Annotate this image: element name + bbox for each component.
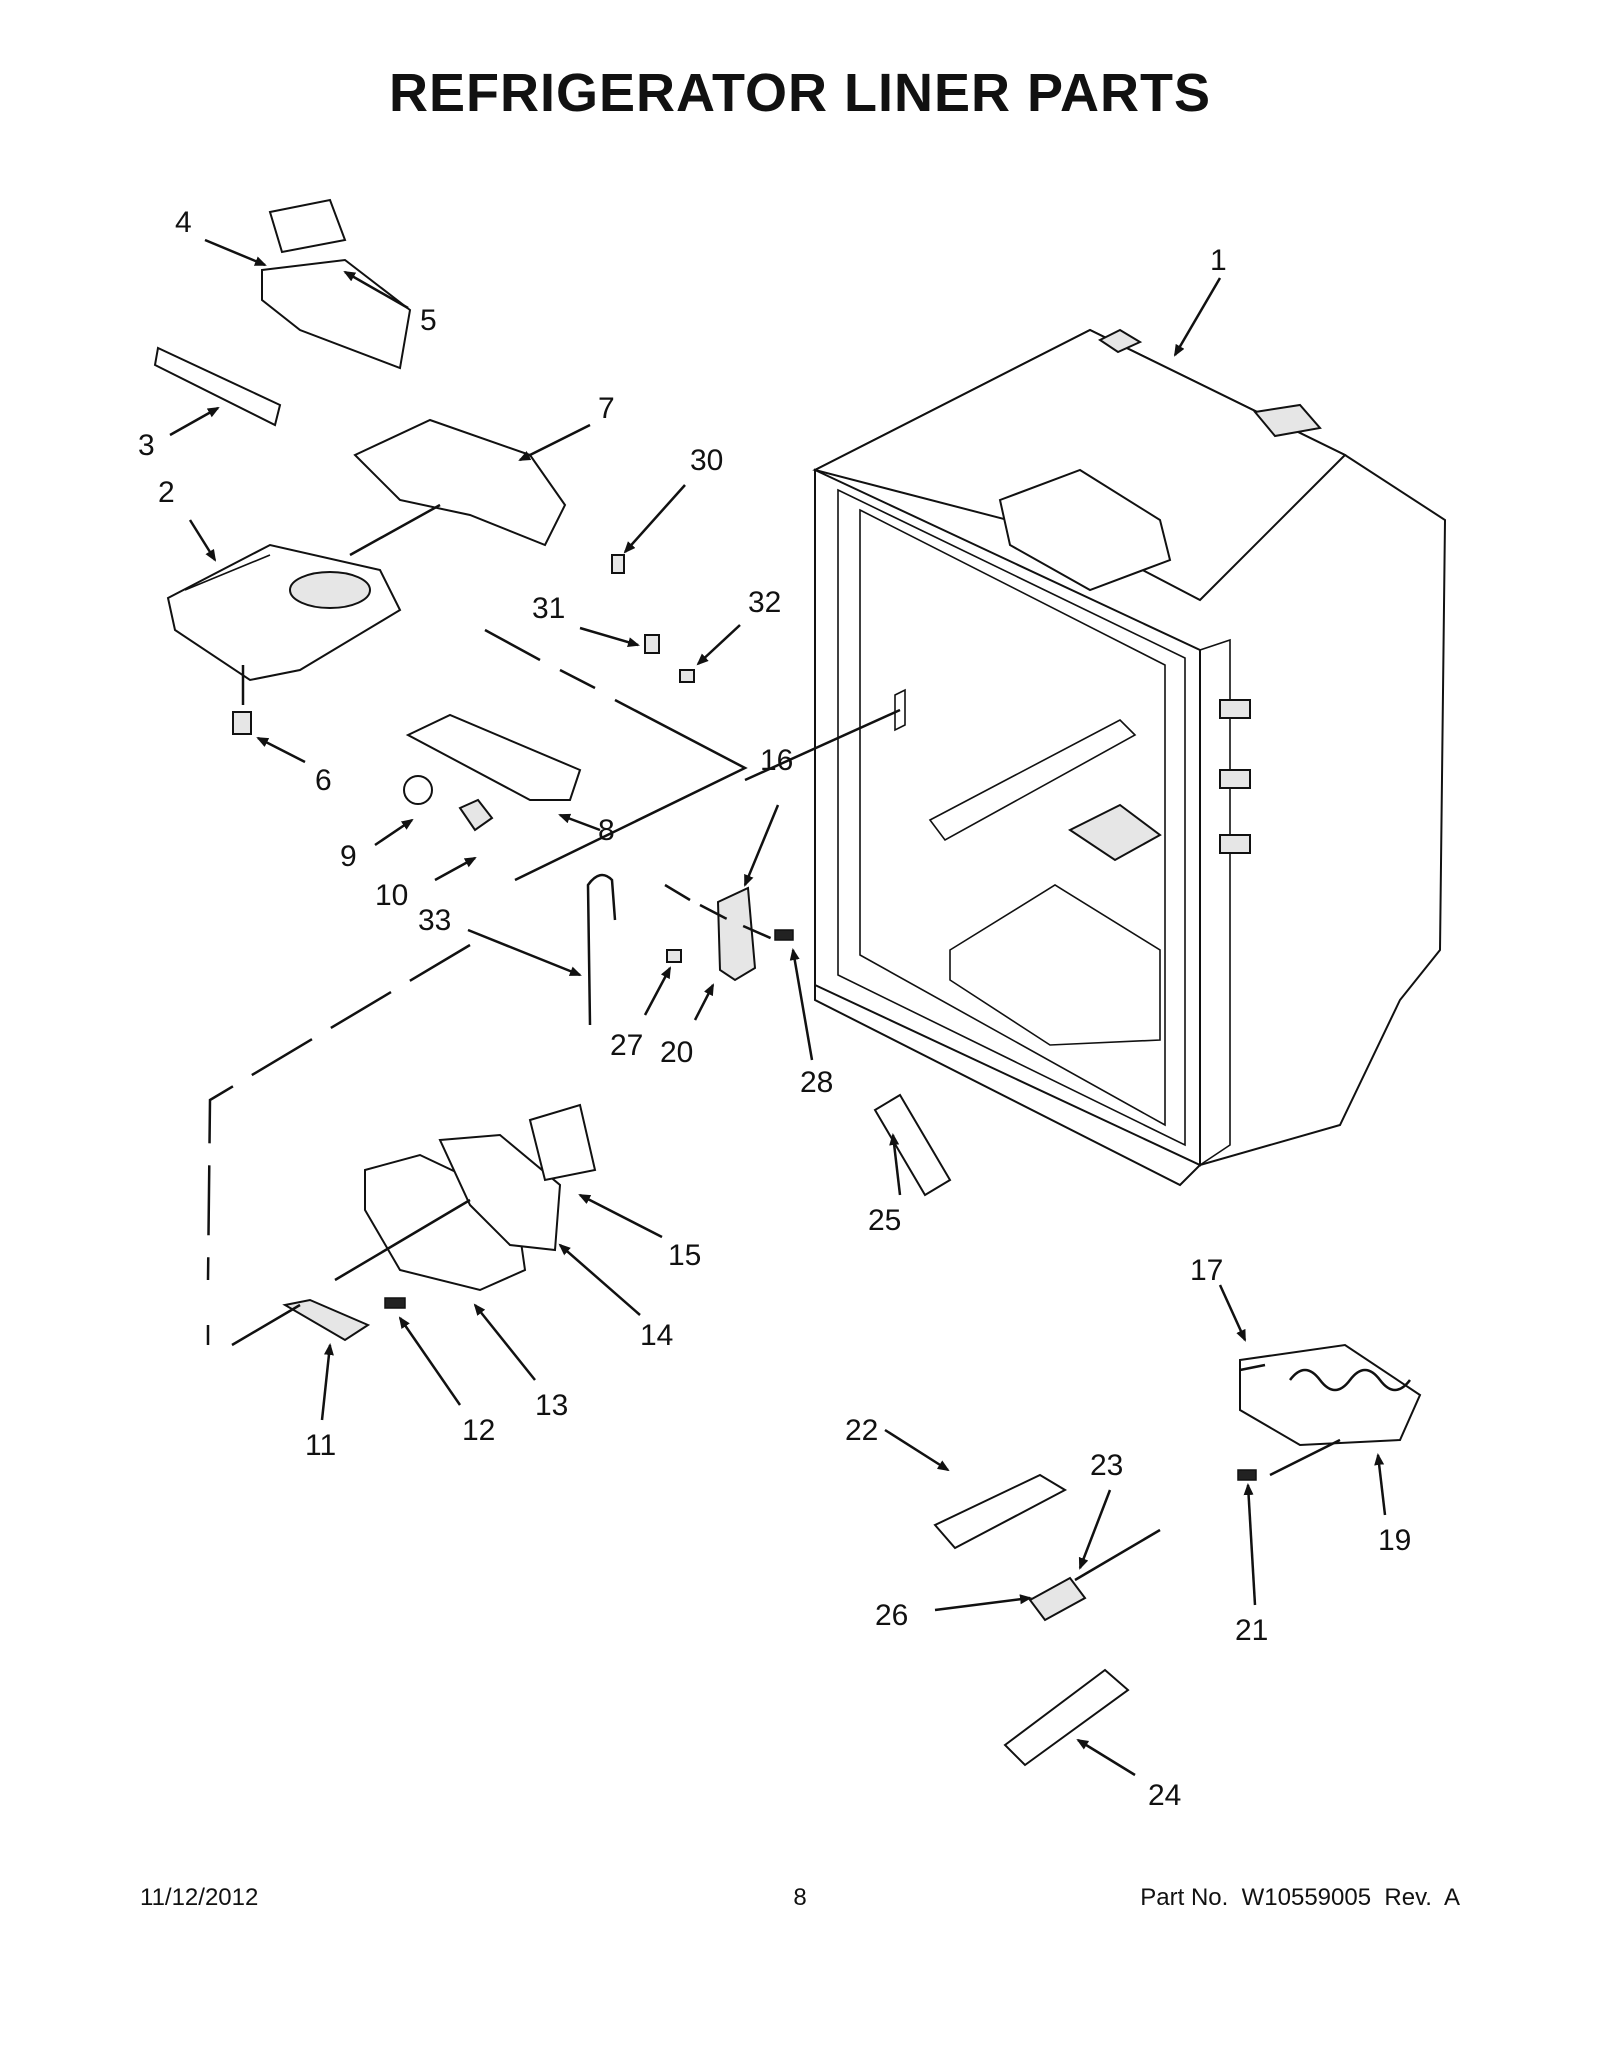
lamp-housing xyxy=(405,713,582,801)
alignment-lines xyxy=(206,503,1341,1477)
callout-3: 3 xyxy=(138,429,155,462)
callout-24: 24 xyxy=(1148,1779,1181,1812)
housing-cover xyxy=(438,1133,562,1252)
callout-31: 31 xyxy=(532,592,565,625)
light-shield xyxy=(716,886,757,982)
callout-19: 19 xyxy=(1378,1524,1411,1557)
grille xyxy=(282,1298,371,1342)
footer-date: 11/12/2012 xyxy=(140,1884,259,1911)
control-cover xyxy=(268,198,347,254)
callout-7: 7 xyxy=(598,392,615,425)
light-bulb xyxy=(403,775,433,805)
thermistor-lead xyxy=(1074,1528,1161,1582)
callout-9: 9 xyxy=(340,840,357,873)
control-board xyxy=(261,258,412,370)
callout-23: 23 xyxy=(1090,1449,1123,1482)
callout-2: 2 xyxy=(158,476,175,509)
callout-13: 13 xyxy=(535,1389,568,1422)
overlay xyxy=(153,346,282,427)
air-diffuser xyxy=(353,418,567,547)
footer-page-number: 8 xyxy=(793,1884,807,1911)
callout-20: 20 xyxy=(660,1036,693,1069)
callout-17: 17 xyxy=(1190,1254,1223,1287)
callout-22: 22 xyxy=(845,1414,878,1447)
switch xyxy=(232,711,252,735)
callout-5: 5 xyxy=(420,304,437,337)
control-housing xyxy=(166,543,402,682)
callout-8: 8 xyxy=(598,814,615,847)
drain-trough xyxy=(1003,1668,1130,1767)
lamp-socket xyxy=(458,798,494,832)
callout-21: 21 xyxy=(1235,1614,1268,1647)
callout-28: 28 xyxy=(800,1066,833,1099)
callout-16: 16 xyxy=(760,744,793,777)
callout-26: 26 xyxy=(875,1599,908,1632)
callout-10: 10 xyxy=(375,879,408,912)
callouts: 1 2 3 4 5 6 7 8 9 10 11 12 13 14 15 16 1… xyxy=(138,206,1411,1812)
page-title: REFRIGERATOR LINER PARTS xyxy=(388,63,1212,123)
callout-25: 25 xyxy=(868,1204,901,1237)
wire-harness xyxy=(586,873,617,1026)
callout-6: 6 xyxy=(315,764,332,797)
leader-arrows xyxy=(169,238,1387,1777)
callout-27: 27 xyxy=(610,1029,643,1062)
callout-30: 30 xyxy=(690,444,723,477)
callout-1: 1 xyxy=(1210,244,1227,277)
callout-33: 33 xyxy=(418,904,451,937)
callout-12: 12 xyxy=(462,1414,495,1447)
heater xyxy=(1239,1343,1422,1447)
bracket xyxy=(933,1473,1068,1550)
callout-32: 32 xyxy=(748,586,781,619)
thermistor xyxy=(1028,1576,1087,1622)
footer-part-number: Part No. W10559005 Rev. A xyxy=(1140,1884,1460,1911)
water-filter-cap xyxy=(873,1093,952,1197)
callout-14: 14 xyxy=(640,1319,673,1352)
water-valve xyxy=(528,1103,597,1182)
liner-box xyxy=(812,328,1447,1187)
callout-4: 4 xyxy=(175,206,192,239)
callout-15: 15 xyxy=(668,1239,701,1272)
callout-11: 11 xyxy=(305,1429,336,1462)
